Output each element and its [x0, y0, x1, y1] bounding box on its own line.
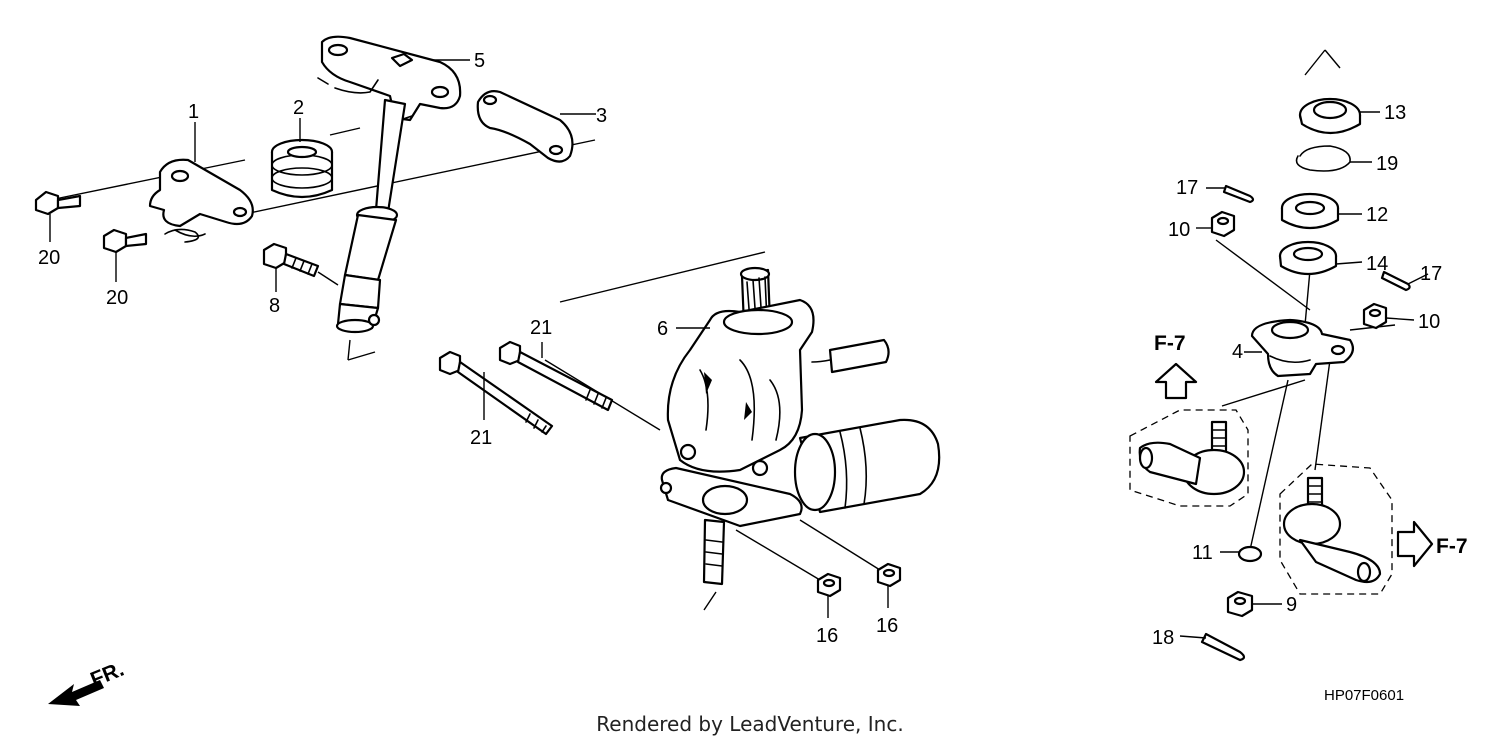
bracket-part-3 [476, 90, 574, 163]
bolt-part-21-upper [498, 340, 614, 412]
knuckle-group [1129, 49, 1434, 662]
callout-21-upper: 21 [530, 317, 552, 339]
callout-19: 19 [1376, 153, 1398, 175]
reference-arrow-right-icon [1396, 520, 1434, 568]
nut-part-16-right [876, 562, 902, 588]
ref-label-right: F-7 [1436, 535, 1468, 558]
seal-part-13 [1298, 97, 1362, 134]
front-arrow-icon [48, 680, 104, 706]
knuckle-arm-part-4 [1250, 318, 1355, 378]
nut-part-10-right [1362, 302, 1388, 330]
callout-9: 9 [1286, 594, 1297, 616]
bracket-part-5 [320, 35, 462, 122]
callout-10-left: 10 [1168, 219, 1190, 241]
callout-20-upper: 20 [38, 247, 60, 269]
callout-20-lower: 20 [106, 287, 128, 309]
reference-arrow-up-icon [1154, 362, 1198, 400]
callout-1: 1 [188, 101, 199, 123]
callout-17-right: 17 [1420, 263, 1442, 285]
nut-part-10-left [1210, 210, 1236, 238]
tie-rod-end-left [1138, 420, 1246, 496]
callout-2: 2 [293, 97, 304, 119]
circlip-part-19 [1295, 145, 1351, 172]
callout-10-right: 10 [1418, 311, 1440, 333]
bolt-part-20-upper [34, 190, 82, 216]
callout-11: 11 [1192, 542, 1213, 564]
steering-shaft-group [34, 35, 596, 361]
nut-part-9 [1226, 590, 1254, 618]
callout-5: 5 [474, 50, 485, 72]
callout-4: 4 [1232, 341, 1243, 363]
tie-rod-end-right [1282, 476, 1382, 584]
callout-labels: 1 2 3 4 5 6 8 9 10 10 11 12 13 14 16 16 … [38, 50, 1442, 649]
callout-17-left: 17 [1176, 177, 1198, 199]
ref-label-upper: F-7 [1154, 332, 1186, 355]
bolt-part-21-lower [438, 350, 554, 436]
callout-21-lower: 21 [470, 427, 492, 449]
callout-16-right: 16 [876, 615, 898, 637]
callout-16-left: 16 [816, 625, 838, 647]
steering-shaft [374, 98, 407, 214]
bolt-part-20-lower [102, 228, 148, 254]
cotter-pin-part-17-left [1222, 184, 1255, 204]
callout-8: 8 [269, 295, 280, 317]
callout-3: 3 [596, 105, 607, 127]
callout-12: 12 [1366, 204, 1388, 226]
motor [793, 418, 941, 514]
callout-14: 14 [1366, 253, 1388, 275]
gearbox-group [438, 251, 941, 611]
front-label: FR. [87, 658, 127, 692]
footer-credit: Rendered by LeadVenture, Inc. [596, 712, 904, 736]
seal-part-14 [1278, 240, 1338, 276]
callout-leaders [49, 59, 1429, 639]
washer-part-11 [1237, 545, 1263, 563]
callout-18: 18 [1152, 627, 1174, 649]
nut-part-16-left [816, 572, 842, 598]
callout-13: 13 [1384, 102, 1406, 124]
callout-6: 6 [657, 318, 668, 340]
diagram-code: HP07F0601 [1324, 687, 1404, 704]
cotter-pin-part-18 [1200, 632, 1246, 662]
bearing-part-12 [1280, 192, 1340, 230]
bolt-part-8 [262, 242, 339, 286]
bushing-part-2 [270, 138, 334, 199]
